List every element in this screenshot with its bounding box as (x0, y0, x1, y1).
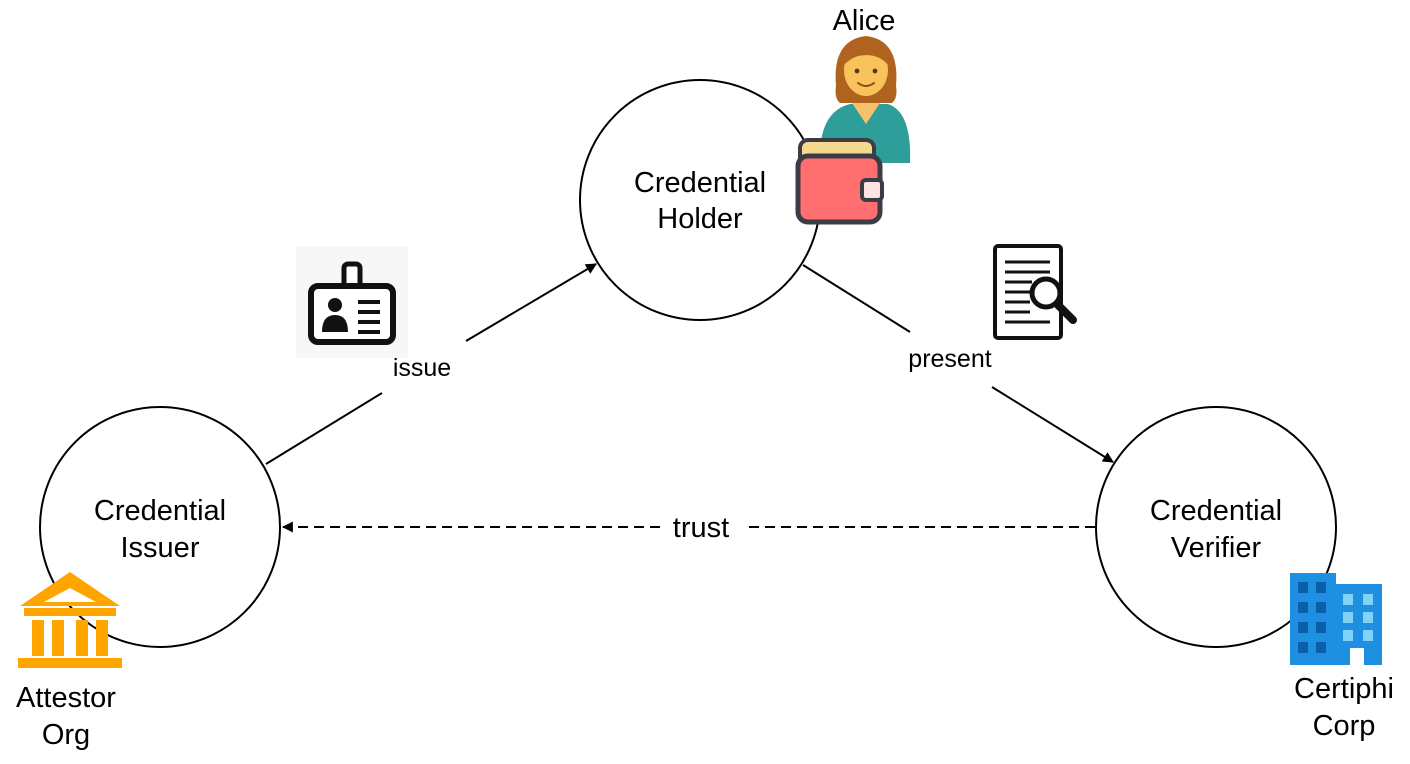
institution-building-icon (18, 572, 122, 668)
woman-avatar-icon (819, 36, 911, 163)
issuer-label-line1: Credential (94, 495, 226, 527)
issue-edge (265, 263, 597, 465)
issuer-actor-line1: Attestor (16, 682, 116, 714)
trust-label: trust (673, 512, 729, 544)
issuer-label-line2: Issuer (121, 532, 200, 564)
credential-holder-node: Credential Holder (579, 79, 821, 321)
alice-label: Alice (833, 5, 896, 37)
issuer-actor-line2: Org (42, 719, 90, 751)
verifier-label-line2: Verifier (1171, 532, 1262, 564)
id-badge-icon (296, 246, 408, 358)
credential-verifier-node: Credential Verifier (1095, 406, 1337, 648)
present-edge (802, 264, 1114, 463)
wallet-icon (795, 138, 884, 225)
verifier-label-line1: Credential (1150, 495, 1282, 527)
issue-label: issue (393, 354, 451, 382)
verifier-actor-line2: Corp (1313, 710, 1376, 742)
holder-label-line2: Holder (657, 203, 743, 235)
credential-issuer-node: Credential Issuer (39, 406, 281, 648)
office-building-icon (1290, 573, 1382, 665)
holder-label-line1: Credential (634, 167, 766, 199)
document-search-icon (993, 244, 1077, 340)
verifier-actor-line1: Certiphi (1294, 673, 1394, 705)
present-label: present (908, 345, 991, 373)
